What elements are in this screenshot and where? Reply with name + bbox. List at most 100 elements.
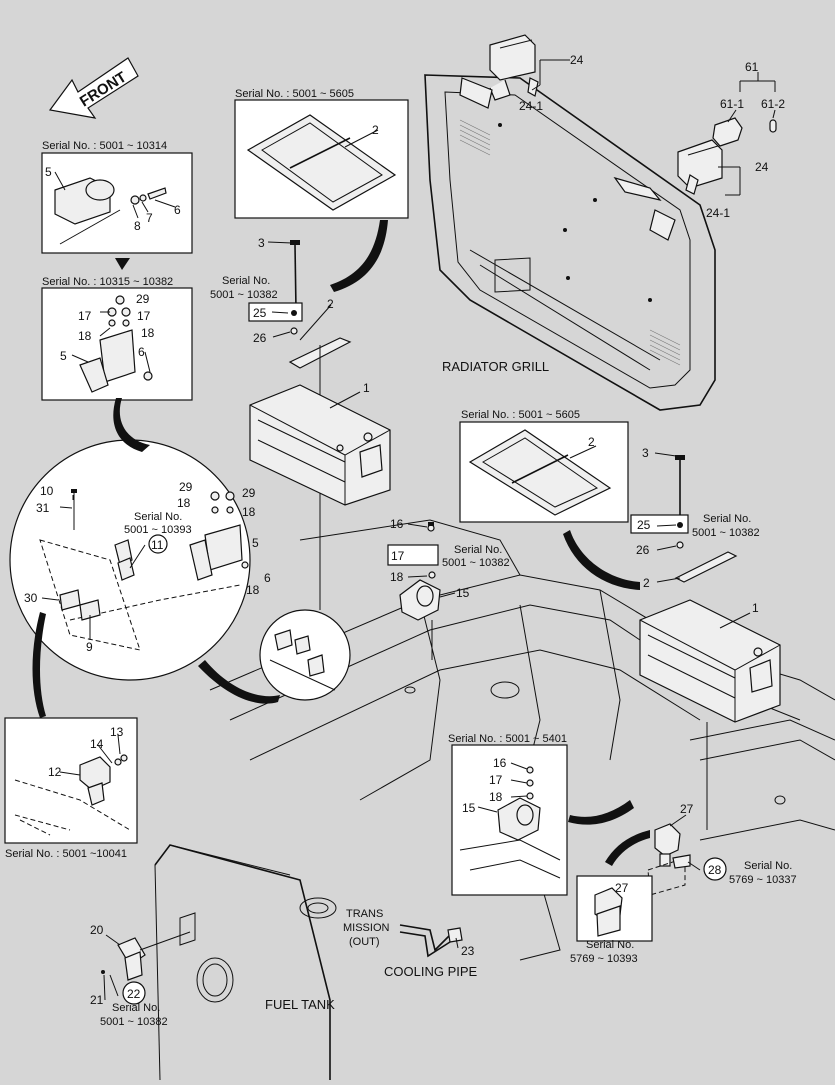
label-17c: 17 bbox=[391, 549, 405, 563]
trans-label-2: MISSION bbox=[343, 922, 390, 934]
serial-10337-1: Serial No. bbox=[744, 860, 792, 872]
label-2b: 2 bbox=[327, 297, 334, 311]
detail-circle-mid bbox=[259, 609, 351, 701]
label-31: 31 bbox=[36, 501, 50, 515]
serial-5001-5605-right: Serial No. : 5001 ~ 5605 bbox=[461, 409, 580, 421]
label-24-1-top: 24-1 bbox=[519, 99, 543, 113]
label-6b: 6 bbox=[138, 345, 145, 359]
connector-curve-1 bbox=[113, 398, 150, 452]
serial-10315-10382: Serial No. : 10315 ~ 10382 bbox=[42, 276, 173, 288]
serial-bolt-1: Serial No. bbox=[222, 275, 270, 287]
box-25-right bbox=[630, 514, 689, 534]
label-29a: 29 bbox=[136, 292, 150, 306]
connector-curve-2 bbox=[330, 220, 388, 292]
radiator-grill bbox=[424, 74, 716, 411]
fuel-tank-label: FUEL TANK bbox=[265, 997, 335, 1012]
label-29b: 29 bbox=[179, 480, 193, 494]
label-7a: 7 bbox=[146, 211, 153, 225]
label-18e: 18 bbox=[246, 583, 260, 597]
label-18a: 18 bbox=[78, 329, 92, 343]
serial-10393b-2: 5769 ~ 10393 bbox=[570, 953, 638, 965]
connector-curve-4 bbox=[198, 660, 280, 704]
relay-mini bbox=[269, 629, 336, 691]
label-28: 28 bbox=[708, 863, 722, 877]
front-arrow-icon bbox=[48, 57, 139, 119]
label-17b: 17 bbox=[137, 309, 151, 323]
label-3b: 3 bbox=[642, 446, 649, 460]
label-26a: 26 bbox=[253, 331, 267, 345]
relay-5001-10314 bbox=[54, 177, 167, 245]
label-12: 12 bbox=[48, 765, 62, 779]
label-18d: 18 bbox=[242, 505, 256, 519]
serial-right-2: 5001 ~ 10382 bbox=[692, 527, 760, 539]
label-2a: 2 bbox=[372, 123, 379, 137]
label-16a: 16 bbox=[390, 517, 404, 531]
label-24-right: 24 bbox=[755, 160, 769, 174]
relay-10315-10382 bbox=[79, 295, 153, 393]
label-61-2: 61-2 bbox=[761, 97, 785, 111]
battery-frame-right bbox=[468, 429, 612, 516]
label-21: 21 bbox=[90, 993, 104, 1007]
circled-28 bbox=[703, 857, 727, 881]
connector-curve-6 bbox=[568, 800, 634, 825]
label-5b: 5 bbox=[60, 349, 67, 363]
bolt-strap-right bbox=[630, 455, 738, 583]
label-24-1-right: 24-1 bbox=[706, 206, 730, 220]
label-15a: 15 bbox=[456, 586, 470, 600]
relay-detail bbox=[39, 489, 249, 651]
label-14: 14 bbox=[90, 737, 104, 751]
fuel-tank bbox=[154, 844, 337, 1081]
label-2c: 2 bbox=[588, 435, 595, 449]
box-17 bbox=[387, 544, 439, 566]
work-lamp-right bbox=[613, 139, 723, 241]
panel-5001-10041 bbox=[4, 717, 138, 844]
trans-label-1: TRANS bbox=[346, 908, 383, 920]
cooling-pipe-label: COOLING PIPE bbox=[384, 964, 478, 979]
label-18f: 18 bbox=[390, 570, 404, 584]
label-29c: 29 bbox=[242, 486, 256, 500]
label-9: 9 bbox=[86, 640, 93, 654]
label-15b: 15 bbox=[462, 801, 476, 815]
battery-left bbox=[249, 384, 391, 506]
label-17d: 17 bbox=[489, 773, 503, 787]
label-5a: 5 bbox=[45, 165, 52, 179]
label-1b: 1 bbox=[752, 601, 759, 615]
label-23: 23 bbox=[461, 944, 475, 958]
circled-11 bbox=[148, 534, 168, 554]
label-61-1: 61-1 bbox=[720, 97, 744, 111]
chassis-frame bbox=[209, 519, 835, 961]
serial-10393-1: Serial No. bbox=[134, 511, 182, 523]
battery-right bbox=[639, 599, 781, 830]
serial-10337-2: 5769 ~ 10337 bbox=[729, 874, 797, 886]
label-27a: 27 bbox=[680, 802, 694, 816]
horn-mid bbox=[399, 522, 441, 660]
label-20: 20 bbox=[90, 923, 104, 937]
serial-5001-5605-left: Serial No. : 5001 ~ 5605 bbox=[235, 88, 354, 100]
connector-curve-3 bbox=[32, 612, 46, 718]
label-18g: 18 bbox=[489, 790, 503, 804]
connector-curve-7 bbox=[605, 830, 650, 866]
work-lamp-top bbox=[459, 34, 539, 109]
label-8a: 8 bbox=[134, 219, 141, 233]
serial-low-2: 5001 ~ 10382 bbox=[100, 1016, 168, 1028]
label-1a: 1 bbox=[363, 381, 370, 395]
circled-22 bbox=[122, 981, 146, 1005]
serial-right-1: Serial No. bbox=[703, 513, 751, 525]
label-26b: 26 bbox=[636, 543, 650, 557]
lamp-lens bbox=[712, 117, 777, 147]
label-10: 10 bbox=[40, 484, 54, 498]
label-3a: 3 bbox=[258, 236, 265, 250]
serial-mid-1: Serial No. bbox=[454, 544, 502, 556]
label-25b: 25 bbox=[637, 518, 651, 532]
trans-label-3: (OUT) bbox=[349, 936, 380, 948]
serial-10393b-1: Serial No. bbox=[586, 939, 634, 951]
label-24-top: 24 bbox=[570, 53, 584, 67]
radiator-grill-label: RADIATOR GRILL bbox=[442, 359, 549, 374]
connector-curve-5 bbox=[563, 530, 640, 590]
serial-5001-10041: Serial No. : 5001 ~10041 bbox=[5, 848, 127, 860]
label-17a: 17 bbox=[78, 309, 92, 323]
label-30: 30 bbox=[24, 591, 38, 605]
leader-lines bbox=[41, 59, 776, 1001]
